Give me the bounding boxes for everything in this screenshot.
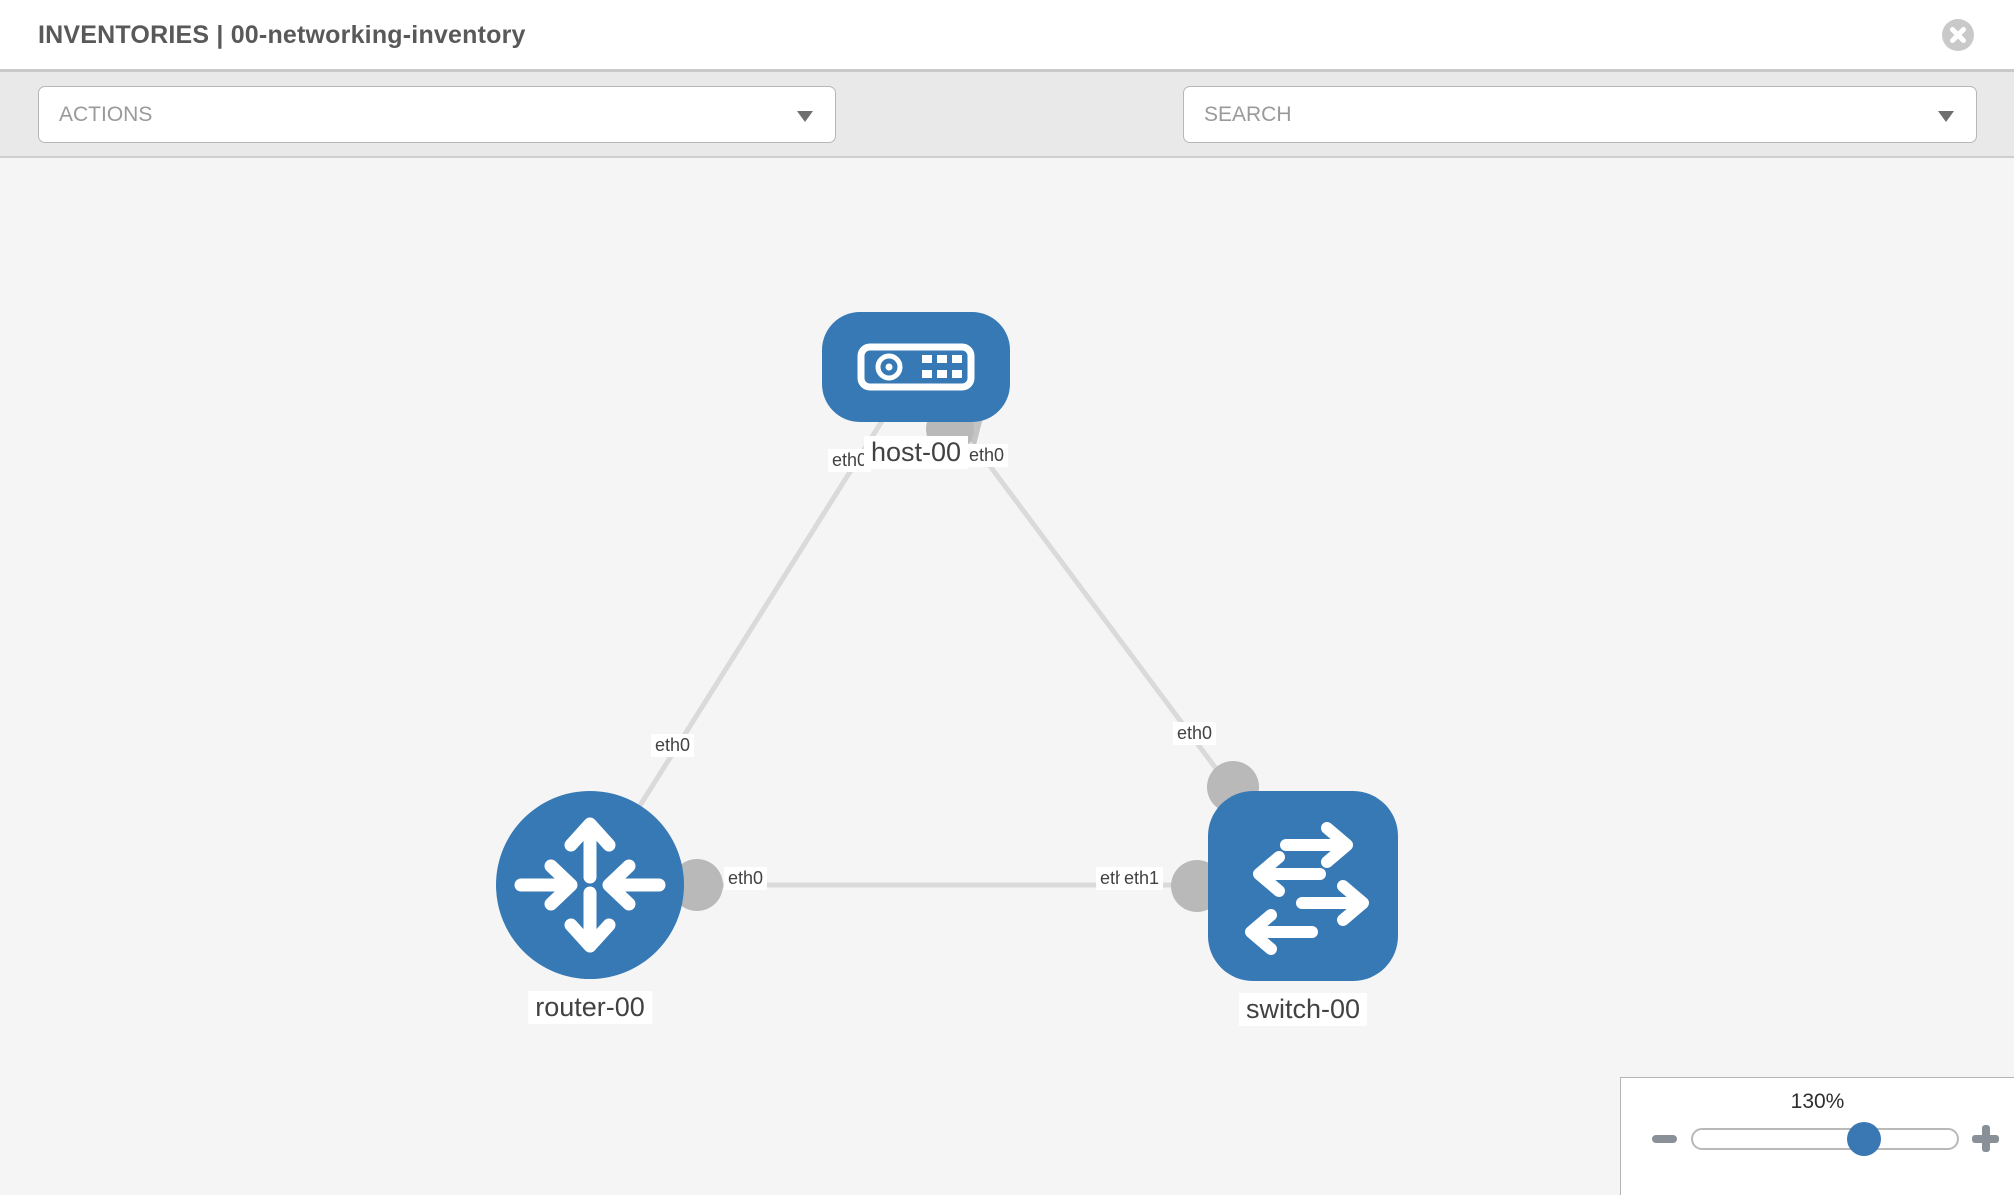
zoom-in-button[interactable]: [1972, 1125, 1999, 1152]
caret-down-icon: [797, 111, 813, 122]
iface-label-host-switch-switch-end: eth0: [1173, 722, 1217, 745]
close-button[interactable]: [1942, 19, 1974, 51]
iface-label-router-switch-switch-end: eth1: [1120, 867, 1164, 890]
zoom-control-panel: 130%: [1620, 1077, 2014, 1195]
caret-down-icon: [1938, 111, 1954, 122]
node-label-switch-00: switch-00: [1238, 993, 1368, 1026]
search-dropdown[interactable]: SEARCH: [1183, 86, 1977, 143]
switch-icon: [1245, 822, 1369, 955]
toolbar: ACTIONS SEARCH: [0, 72, 2014, 209]
close-icon: [1949, 26, 1967, 44]
host-icon: [857, 343, 975, 391]
node-label-host-00: host-00: [863, 436, 969, 469]
zoom-level-value: 130%: [1790, 1090, 1845, 1113]
iface-label-host-router-host-end: eth0: [828, 449, 872, 472]
zoom-out-button[interactable]: [1652, 1135, 1677, 1143]
topology-canvas[interactable]: eth0 host-00 eth0 eth0 eth0 eth0 eth1 et…: [0, 158, 2014, 1195]
node-switch-00[interactable]: [1208, 791, 1398, 981]
connectors-layer: [671, 405, 1259, 912]
iface-label-router-switch-router-end: eth0: [724, 867, 768, 890]
router-icon: [514, 817, 666, 953]
page-title: INVENTORIES | 00-networking-inventory: [38, 21, 526, 49]
actions-dropdown-label: ACTIONS: [59, 102, 153, 126]
search-dropdown-label: SEARCH: [1204, 102, 1292, 126]
topology-graph: [496, 312, 1398, 981]
node-host-00[interactable]: [822, 312, 1010, 422]
header-bar: INVENTORIES | 00-networking-inventory: [0, 0, 2014, 72]
iface-label-host-switch-host-end: eth0: [965, 444, 1009, 467]
connector-router-right[interactable]: [671, 859, 723, 911]
zoom-slider-track[interactable]: [1691, 1128, 1959, 1150]
zoom-slider-handle[interactable]: [1847, 1122, 1881, 1156]
iface-label-host-router-router-end: eth0: [651, 734, 695, 757]
node-label-router-00: router-00: [528, 991, 652, 1024]
actions-dropdown[interactable]: ACTIONS: [38, 86, 836, 143]
node-router-00[interactable]: [496, 791, 684, 979]
